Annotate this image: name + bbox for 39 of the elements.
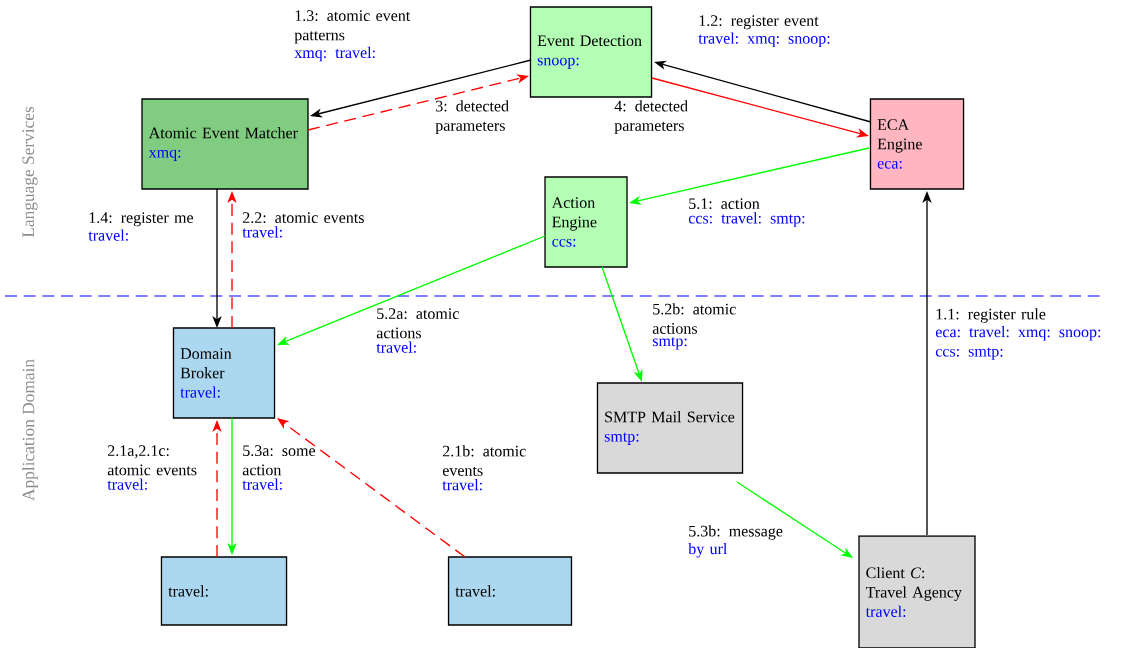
- namespace-label: travel:: [376, 341, 416, 353]
- edge-label: 4: detected parameters: [614, 100, 688, 135]
- namespace-label: travel:: [242, 478, 282, 490]
- edge-label: 3: detected parameters: [435, 100, 509, 135]
- namespace-label: travel:: [107, 478, 147, 490]
- process-box: travel:: [160, 556, 288, 626]
- edge-label: 5.1: action: [689, 198, 760, 210]
- edge-label: 5.3b: message: [689, 525, 783, 540]
- process-box: Atomic Event Matcher xmq:: [141, 98, 309, 190]
- edge-label: 1.1: register rule: [936, 308, 1046, 323]
- edge-label: 2.2: atomic events: [243, 212, 364, 224]
- namespace-label: eca: travel: xmq: snoop: ccs: smtp:: [935, 326, 1101, 360]
- edge-label: 2.1b: atomic events: [442, 445, 526, 476]
- namespace-label: travel:: [242, 226, 282, 238]
- arrow: [736, 481, 853, 558]
- edge-label: 1.2: register event: [699, 15, 819, 30]
- process-box: SMTP Mail Service smtp:: [596, 382, 744, 474]
- process-box: Client C: Travel Agency travel:: [858, 535, 976, 648]
- process-box: Event Detection snoop:: [529, 6, 653, 98]
- arrow: [277, 418, 466, 558]
- section-label: Language Services: [22, 106, 38, 238]
- namespace-label: ccs: travel: smtp:: [688, 212, 805, 227]
- process-box: Domain Broker travel:: [172, 327, 276, 419]
- edge-label: 1.3: atomic event patterns: [294, 10, 411, 44]
- section-label: Application Domain: [22, 359, 38, 501]
- namespace-label: travel:: [88, 229, 128, 241]
- namespace-label: xmq: travel:: [294, 46, 375, 62]
- edge-label: 5.2b: atomic actions: [652, 303, 736, 334]
- process-box: Action Engine ccs:: [544, 176, 628, 268]
- namespace-label: by url: [688, 543, 728, 558]
- namespace-label: smtp:: [652, 337, 687, 350]
- process-box: travel:: [447, 556, 573, 626]
- edge-label: 1.4: register me: [89, 212, 194, 227]
- edge-label: 5.3a: some action: [242, 445, 316, 476]
- process-box: ECA Engine eca:: [869, 98, 965, 190]
- namespace-label: travel: xmq: snoop:: [698, 32, 830, 47]
- namespace-label: travel:: [442, 479, 482, 491]
- edge-label: 5.2a: atomic actions: [376, 308, 459, 339]
- edge-label: 2.1a,2.1c: atomic events: [107, 445, 197, 476]
